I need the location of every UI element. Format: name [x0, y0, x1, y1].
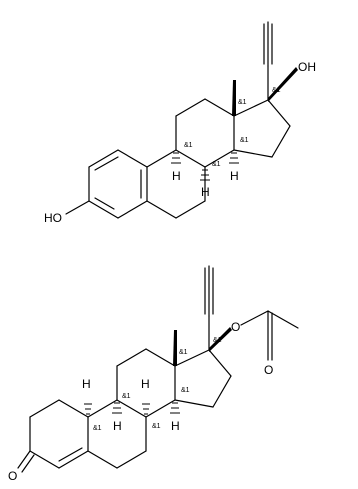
atom-ho-left: HO	[44, 211, 62, 225]
h-c8-hash	[200, 169, 210, 181]
ring-d	[174, 349, 232, 408]
atom-o-carbonyl: O	[264, 363, 273, 377]
stereo-c17: &1	[213, 337, 222, 344]
h-c8-hash	[142, 403, 150, 415]
stereo-c9: &1	[122, 393, 131, 400]
oh-wedge-c17	[268, 67, 298, 102]
h-c9-hash	[171, 152, 181, 164]
c3-oh-bond	[65, 200, 90, 215]
ring-c	[116, 348, 176, 418]
atom-o-ketone: O	[8, 469, 17, 483]
atom-h-c9: H	[113, 419, 122, 433]
ethynyl-group	[204, 265, 214, 351]
stereo-c10: &1	[93, 425, 102, 432]
stereo-c14: &1	[240, 137, 249, 144]
ethynyl-group	[263, 21, 273, 101]
h-c14-hash	[229, 152, 239, 164]
methyl-wedge-c13	[232, 80, 236, 116]
ketone-c3	[17, 450, 35, 473]
atom-oh-top: OH	[298, 60, 316, 74]
molecule-1-ethinylestradiol: HO	[44, 21, 316, 225]
stereo-c8: &1	[152, 423, 161, 430]
h-c10-hash	[84, 403, 92, 415]
ring-a-aromatic	[88, 149, 148, 219]
ring-c	[175, 98, 235, 168]
atom-h-c8: H	[141, 377, 150, 391]
acetyl-group	[240, 310, 299, 361]
ester-o-wedge-c17	[209, 327, 232, 352]
ring-b	[146, 149, 206, 219]
atom-h-c9: H	[172, 169, 181, 183]
stereo-c8: &1	[212, 161, 221, 168]
atom-h-c10: H	[82, 377, 91, 391]
ring-a-enone	[29, 399, 89, 469]
ring-d	[233, 99, 291, 158]
stereo-c14: &1	[181, 387, 190, 394]
h-c14-hash	[170, 402, 180, 414]
molecule-2-norethindrone-acetate: O	[8, 265, 299, 483]
stereo-c9: &1	[184, 142, 193, 149]
atom-h-c14: H	[230, 169, 239, 183]
atom-h-c8: H	[201, 185, 210, 199]
methyl-wedge-c13	[173, 330, 177, 366]
ring-b	[87, 399, 147, 469]
stereo-c13: &1	[238, 99, 247, 106]
atom-o-ester: O	[231, 320, 240, 334]
stereo-c17: &1	[272, 87, 281, 94]
h-c9-hash	[112, 402, 122, 414]
stereo-c13: &1	[179, 349, 188, 356]
atom-h-c14: H	[171, 419, 180, 433]
